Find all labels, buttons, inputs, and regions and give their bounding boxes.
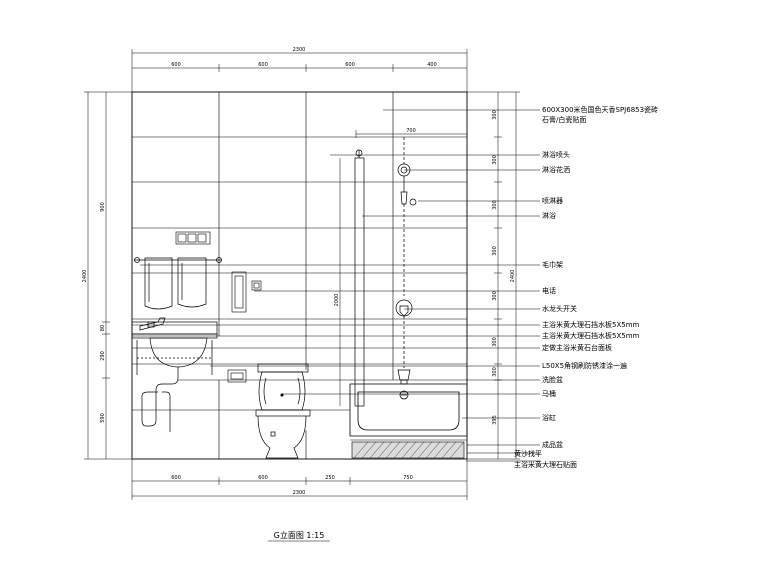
label-shower-nozzle: 淋浴喷头 [542,150,570,159]
label-basin: 洗脸盆 [542,375,563,384]
bottom-dim-1: 600 [171,475,181,481]
label-toilet: 马桶 [542,389,556,398]
bathtub [349,383,468,437]
bottom-dim-4: 750 [403,475,413,481]
top-dimension-lines [131,49,468,138]
top-dim-4: 400 [427,62,437,68]
label-sand-leveling: 黄沙找平 [514,449,542,458]
shower-head-icon [397,137,417,296]
label-finished-basin: 成品盆 [542,440,563,449]
right-dim-1: 300 [492,110,498,120]
drawing-title: G立面图 1:15 [274,530,325,540]
left-overall-dim: 2400 [82,270,88,283]
label-marble-facing: 主浴米黄大理石贴面 [514,460,577,469]
right-dim-3: 300 [492,200,498,210]
vanity-basin [131,317,218,432]
column-height-dim: 2000 [334,294,340,307]
label-bathtub: 浴缸 [542,413,556,422]
left-dim-4: 590 [100,413,106,423]
shower-column [354,149,365,407]
label-telephone: 电话 [542,286,556,295]
label-tile-spec: 600X300米色国色天香SPJ6853瓷砖 [542,105,658,114]
label-angle-steel: L50X5角钢刷防锈漆涂一遍 [542,361,627,370]
top-sub-dim: 700 [406,128,416,134]
hook-strip [175,231,211,245]
right-dim-7: 300 [492,367,498,377]
left-dim-2: 80 [100,325,106,331]
bottom-overall-dim: 2300 [293,490,306,496]
label-countertop: 定做主浴米黄石台面板 [542,343,612,352]
label-marble-splash-1: 主浴米黄大理石挡水板5X5mm [542,320,640,329]
right-dim-6: 300 [492,337,498,347]
label-shower: 淋浴 [542,211,556,220]
right-dim-4: 300 [492,246,498,256]
towel-rack [134,257,222,310]
left-dimension-lines [84,91,132,460]
label-shower-head: 淋浴花洒 [542,165,570,174]
telephone-icon [251,280,262,291]
left-dim-3: 290 [100,351,106,361]
mixer-valve-icon [395,299,413,368]
label-sprayer: 喷淋器 [542,196,563,205]
label-towel-rack: 毛巾架 [542,260,563,269]
bottom-dim-3: 250 [325,475,335,481]
wall-outlet [227,369,247,383]
left-dim-1: 900 [100,202,106,212]
annotation-labels: 600X300米色国色天香SPJ6853瓷砖 石膏/白瓷贴面 淋浴喷头 淋浴花洒… [514,105,658,469]
tub-spout [397,369,411,385]
right-dim-5: 300 [492,291,498,301]
tub-base-hatch [350,439,467,459]
label-marble-splash-2: 主浴米黄大理石挡水板5X5mm [542,331,640,340]
top-dim-2: 600 [258,62,268,68]
leader-lines [132,109,540,462]
right-overall-dim: 2400 [510,270,516,283]
bottom-dim-2: 600 [258,475,268,481]
top-dim-1: 600 [171,62,181,68]
right-dim-2: 300 [492,155,498,165]
bottom-dimension-lines [131,459,468,500]
toilet [255,363,311,459]
label-faucet-switch: 水龙头开关 [542,304,577,313]
wall-tile-grid [131,91,468,460]
label-tile-finish: 石膏/白瓷贴面 [542,115,586,124]
top-overall-dim: 2300 [293,47,306,53]
paper-holder [231,271,247,313]
right-dim-8: 395 [492,415,498,425]
top-dim-3: 600 [345,62,355,68]
